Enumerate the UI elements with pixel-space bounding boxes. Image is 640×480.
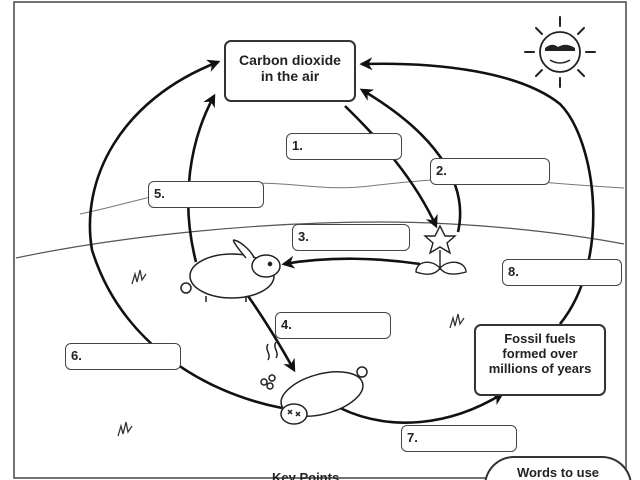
blank-number-6: 6. — [70, 348, 83, 363]
blank-answer-3[interactable] — [292, 224, 410, 251]
blank-number-2: 2. — [435, 163, 448, 178]
arrow-plant-to-co2 — [359, 88, 462, 233]
blank-number-3: 3. — [297, 229, 310, 244]
blank-number-4: 4. — [280, 317, 293, 332]
page-border — [13, 1, 627, 479]
words-to-use-heading: Words to use — [516, 465, 600, 480]
grass-tufts — [117, 269, 465, 437]
words-to-use-panel: Words to use — [484, 456, 632, 480]
blank-answer-7[interactable] — [401, 425, 517, 452]
animal-icon — [180, 239, 281, 302]
arrow-decay-to-fossil — [339, 392, 505, 424]
sun-icon — [524, 16, 596, 88]
blank-number-7: 7. — [406, 430, 419, 445]
ground-line — [15, 221, 625, 259]
key-points-heading: Key Points — [272, 470, 340, 480]
blank-answer-4[interactable] — [275, 312, 391, 339]
node-fossil-fuels: Fossil fuels formed over millions of yea… — [474, 324, 606, 396]
blank-number-5: 5. — [153, 186, 166, 201]
arrow-fossil-to-co2 — [359, 57, 595, 325]
blank-answer-8[interactable] — [502, 259, 622, 286]
blank-number-8: 8. — [507, 264, 520, 279]
blank-answer-1[interactable] — [286, 133, 402, 160]
node-co2-in-air: Carbon dioxide in the air — [224, 40, 356, 102]
blank-number-1: 1. — [291, 138, 304, 153]
arrow-co2-to-plant — [344, 105, 438, 229]
plant-icon — [415, 224, 467, 275]
arrow-animal-to-decay — [246, 295, 296, 373]
arrow-animal-to-co2 — [186, 93, 216, 263]
dead-animal-icon — [260, 341, 368, 425]
arrow-decay-to-co2 — [88, 59, 283, 410]
arrow-plant-to-animal — [281, 255, 421, 269]
blank-answer-5[interactable] — [148, 181, 264, 208]
blank-answer-2[interactable] — [430, 158, 550, 185]
blank-answer-6[interactable] — [65, 343, 181, 370]
